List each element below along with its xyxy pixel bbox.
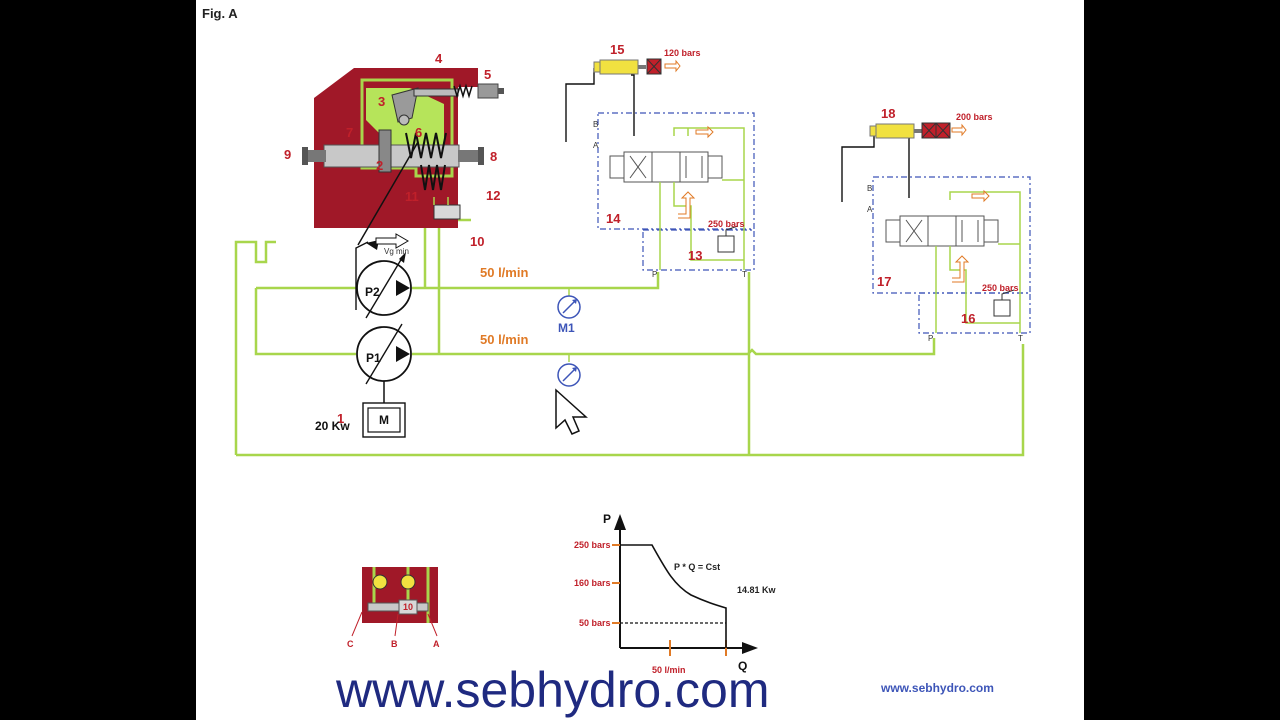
pump-p2-label: P2 <box>365 285 380 299</box>
electric-motor: M 20 Kw <box>315 402 406 438</box>
graph-q-axis: Q <box>738 659 747 673</box>
label-16: 16 <box>961 311 975 326</box>
pressure-gauge-m1: M1 <box>557 295 581 335</box>
port-p-2: P <box>928 334 933 343</box>
valve-group-1: 15 120 bars B A 250 bars 14 13 P T <box>565 42 755 279</box>
pump-p1-label: P1 <box>366 351 381 365</box>
graph-power: 14.81 Kw <box>737 585 777 595</box>
inset-block: 10 C B A <box>347 567 440 649</box>
label-5: 5 <box>484 67 491 82</box>
port-a-2: A <box>867 205 873 214</box>
inset-block-number: 10 <box>403 602 413 612</box>
label-18: 18 <box>881 106 895 121</box>
port-b-1: B <box>593 120 598 129</box>
label-8: 8 <box>490 149 497 164</box>
label-7: 7 <box>346 125 353 140</box>
pump-p1: P1 <box>356 323 412 403</box>
pump-housing <box>302 68 504 228</box>
watermark-small: www.sebhydro.com <box>880 681 994 695</box>
valve-group-2: 18 200 bars B A 250 bars 17 16 P T <box>841 106 1031 343</box>
port-t-2: T <box>1018 334 1023 343</box>
relief-2-pressure: 250 bars <box>982 283 1019 293</box>
mouse-cursor-icon <box>555 388 588 435</box>
label-17: 17 <box>877 274 891 289</box>
hydraulic-diagram: Fig. A <box>202 6 1031 718</box>
label-1: 1 <box>337 411 344 426</box>
flow-rate-top: 50 l/min <box>480 265 528 280</box>
graph-tick-250: 250 bars <box>574 540 611 550</box>
cylinder-2-pressure: 200 bars <box>956 112 993 122</box>
label-4: 4 <box>435 51 443 66</box>
label-12: 12 <box>486 188 500 203</box>
graph-tick-q: 50 l/min <box>652 665 686 675</box>
label-6: 6 <box>415 125 422 140</box>
compensator-link: Vg min <box>357 141 419 256</box>
label-14: 14 <box>606 211 621 226</box>
diagram-canvas: Fig. A <box>196 0 1084 720</box>
label-13: 13 <box>688 248 702 263</box>
port-p-1: P <box>652 270 657 279</box>
pressure-gauge-2 <box>557 363 581 387</box>
port-t-1: T <box>742 270 747 279</box>
port-b-2: B <box>867 184 872 193</box>
pq-graph: P Q 250 bars 160 bars 50 bars 50 l/min P… <box>574 512 777 675</box>
gauge-m1-label: M1 <box>558 321 575 335</box>
inset-port-c: C <box>347 639 354 649</box>
label-11: 11 <box>405 189 419 204</box>
graph-p-axis: P <box>603 512 611 526</box>
graph-formula: P * Q = Cst <box>674 562 720 572</box>
vg-min-label: Vg min <box>384 247 409 256</box>
inset-port-a: A <box>433 639 440 649</box>
label-9: 9 <box>284 147 291 162</box>
figure-label: Fig. A <box>202 6 238 21</box>
cylinder-1-pressure: 120 bars <box>664 48 701 58</box>
pump-p2: P2 <box>355 241 412 319</box>
flow-rate-bottom: 50 l/min <box>480 332 528 347</box>
graph-tick-50: 50 bars <box>579 618 611 628</box>
label-10: 10 <box>470 234 484 249</box>
label-2: 2 <box>376 158 383 173</box>
label-15: 15 <box>610 42 624 57</box>
port-a-1: A <box>593 141 599 150</box>
hydraulic-lines <box>234 218 1025 457</box>
label-3: 3 <box>378 94 385 109</box>
motor-power: 20 Kw <box>315 419 350 433</box>
watermark-large: www.sebhydro.com <box>335 662 770 718</box>
graph-tick-160: 160 bars <box>574 578 611 588</box>
relief-1-pressure: 250 bars <box>708 219 745 229</box>
inset-port-b: B <box>391 639 398 649</box>
motor-symbol: M <box>379 413 389 427</box>
pump-unit-numbers: 1 2 3 4 5 6 7 8 9 10 11 12 <box>284 51 500 426</box>
